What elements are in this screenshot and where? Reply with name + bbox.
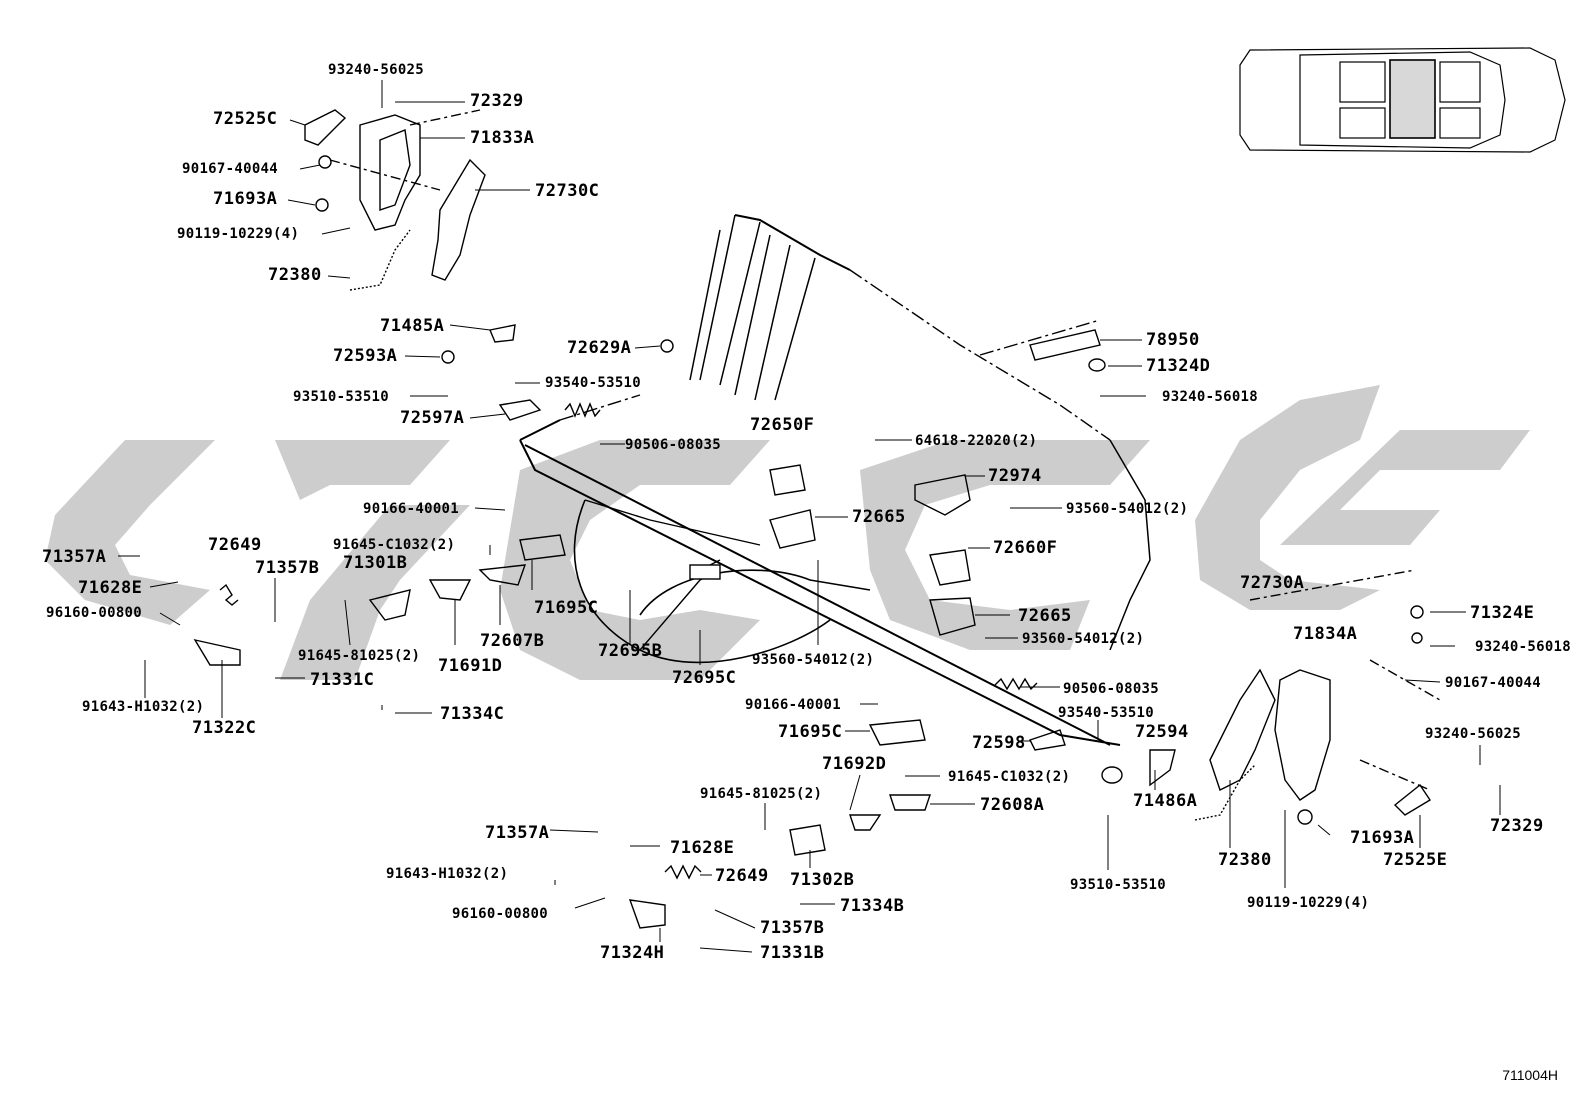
part-label: 72665 bbox=[1018, 606, 1072, 626]
part-label: 71302B bbox=[790, 870, 855, 890]
part-label: 71695C bbox=[534, 598, 599, 618]
part-label: 71301B bbox=[343, 553, 408, 573]
part-label: 71324D bbox=[1146, 356, 1211, 376]
part-label: 72695B bbox=[598, 641, 663, 661]
part-label: 91645-81025(2) bbox=[298, 648, 421, 664]
part-label: 71331B bbox=[760, 943, 825, 963]
part-label: 72597A bbox=[400, 408, 465, 428]
part-label: 72608A bbox=[980, 795, 1045, 815]
part-label: 90166-40001 bbox=[363, 501, 460, 517]
part-label: 72974 bbox=[988, 466, 1042, 486]
part-label: 93240-56018 bbox=[1162, 389, 1259, 405]
part-label: 90506-08035 bbox=[1063, 681, 1160, 697]
part-label: 90119-10229(4) bbox=[1247, 895, 1370, 911]
part-label: 72380 bbox=[268, 265, 322, 285]
part-label: 96160-00800 bbox=[452, 906, 549, 922]
part-label: 72650F bbox=[750, 415, 815, 435]
part-label: 72598 bbox=[972, 733, 1026, 753]
part-label: 96160-00800 bbox=[46, 605, 143, 621]
part-label: 71628E bbox=[670, 838, 735, 858]
part-label: 71693A bbox=[213, 189, 278, 209]
part-label: 91645-C1032(2) bbox=[948, 769, 1071, 785]
diagram-code: 711004H bbox=[1502, 1067, 1558, 1083]
part-label: 71628E bbox=[78, 578, 143, 598]
part-label: 93510-53510 bbox=[1070, 877, 1167, 893]
part-label: 91645-81025(2) bbox=[700, 786, 823, 802]
part-label: 71485A bbox=[380, 316, 445, 336]
part-label: 78950 bbox=[1146, 330, 1200, 350]
part-label: 72380 bbox=[1218, 850, 1272, 870]
part-label: 91645-C1032(2) bbox=[333, 537, 456, 553]
part-label: 72593A bbox=[333, 346, 398, 366]
part-label: 72607B bbox=[480, 631, 545, 651]
part-label: 71357A bbox=[42, 547, 107, 567]
part-label: 71834A bbox=[1293, 624, 1358, 644]
part-label: 71693A bbox=[1350, 828, 1415, 848]
part-label: 93240-56025 bbox=[328, 62, 425, 78]
part-label: 72649 bbox=[715, 866, 769, 886]
part-drawings bbox=[118, 80, 1501, 953]
part-label: 71357A bbox=[485, 823, 550, 843]
part-label: 93560-54012(2) bbox=[1022, 631, 1145, 647]
part-label: 72629A bbox=[567, 338, 632, 358]
part-label: 93560-54012(2) bbox=[752, 652, 875, 668]
part-label: 71695C bbox=[778, 722, 843, 742]
part-label: 72594 bbox=[1135, 722, 1189, 742]
part-label: 91643-H1032(2) bbox=[82, 699, 205, 715]
part-label: 72695C bbox=[672, 668, 737, 688]
part-label: 93240-56018 bbox=[1475, 639, 1572, 655]
part-label: 71486A bbox=[1133, 791, 1198, 811]
part-label: 71324E bbox=[1470, 603, 1535, 623]
part-label: 93560-54012(2) bbox=[1066, 501, 1189, 517]
part-label: 71691D bbox=[438, 656, 503, 676]
part-label: 72525E bbox=[1383, 850, 1448, 870]
part-label: 90506-08035 bbox=[625, 437, 722, 453]
part-label: 71357B bbox=[760, 918, 825, 938]
part-label: 71334C bbox=[440, 704, 505, 724]
part-label: 72329 bbox=[470, 91, 524, 111]
part-label: 71331C bbox=[310, 670, 375, 690]
part-label: 71334B bbox=[840, 896, 905, 916]
part-label: 71692D bbox=[822, 754, 887, 774]
part-label: 72665 bbox=[852, 507, 906, 527]
part-label: 72525C bbox=[213, 109, 278, 129]
part-label: 72649 bbox=[208, 535, 262, 555]
part-label: 90119-10229(4) bbox=[177, 226, 300, 242]
part-label: 64618-22020(2) bbox=[915, 433, 1038, 449]
part-label: 71357B bbox=[255, 558, 320, 578]
part-label: 93540-53510 bbox=[545, 375, 642, 391]
part-label: 93510-53510 bbox=[293, 389, 390, 405]
part-label: 90167-40044 bbox=[1445, 675, 1542, 691]
part-label: 71833A bbox=[470, 128, 535, 148]
part-label: 90166-40001 bbox=[745, 697, 842, 713]
part-label: 93240-56025 bbox=[1425, 726, 1522, 742]
part-label: 93540-53510 bbox=[1058, 705, 1155, 721]
part-label: 72730C bbox=[535, 181, 600, 201]
watermark-logo bbox=[45, 385, 1530, 680]
part-label: 90167-40044 bbox=[182, 161, 279, 177]
part-label: 72329 bbox=[1490, 816, 1544, 836]
vehicle-inset bbox=[1239, 47, 1566, 153]
part-label: 71324H bbox=[600, 943, 665, 963]
part-label: 71322C bbox=[192, 718, 257, 738]
part-label: 91643-H1032(2) bbox=[386, 866, 509, 882]
part-label: 72660F bbox=[993, 538, 1058, 558]
part-label: 72730A bbox=[1240, 573, 1305, 593]
